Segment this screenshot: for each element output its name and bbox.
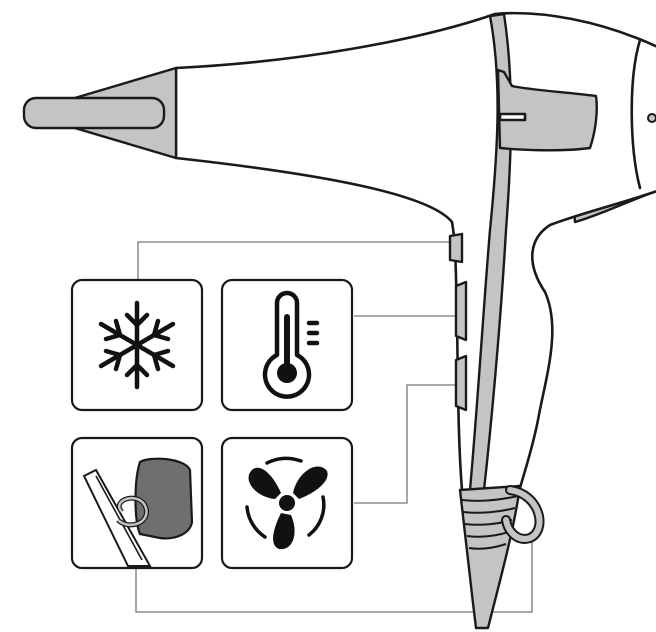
- bracket-notch: [498, 112, 527, 122]
- leader-hanging-loop: [135, 540, 533, 613]
- hair-dryer: [22, 11, 656, 630]
- cord-strain-relief: [458, 484, 522, 630]
- leader-lines: [135, 241, 533, 613]
- hanging-loop-tile: [70, 436, 204, 570]
- leader-airflow-speed: [354, 384, 456, 504]
- leader-cool-shot: [137, 241, 456, 280]
- rear-dot: [647, 113, 656, 123]
- heat-setting-tile: [220, 278, 354, 412]
- hook-strap: [82, 468, 152, 567]
- cool-shot-button: [448, 232, 464, 264]
- rear-bracket: [496, 68, 598, 152]
- snowflake-icon: [98, 300, 176, 390]
- airflow-speed-tile: [220, 436, 354, 570]
- cool-shot-tile: [70, 278, 204, 412]
- hanging-loop-icon: [82, 457, 194, 567]
- dryer-body: [174, 11, 656, 492]
- wall-hook: [134, 457, 194, 540]
- speed-switch: [454, 354, 468, 412]
- thermometer-icon: [262, 290, 320, 399]
- fan-icon: [245, 456, 328, 550]
- concentrator-nozzle: [22, 96, 166, 130]
- heat-switch: [454, 280, 468, 342]
- rear-filter-edge: [630, 38, 642, 190]
